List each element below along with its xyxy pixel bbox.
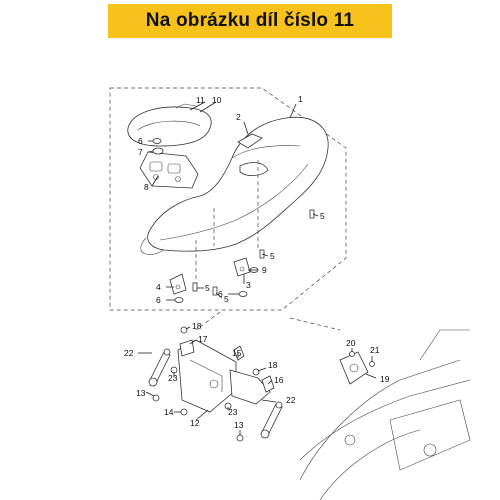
callout-6: 6	[218, 289, 223, 299]
callout-4: 4	[156, 282, 161, 292]
callout-21: 21	[370, 345, 380, 355]
vehicle-frame	[299, 329, 471, 500]
seat-main	[140, 116, 329, 255]
callout-23: 23	[228, 407, 238, 417]
callout-17: 17	[198, 334, 208, 344]
seat-strap	[237, 133, 263, 149]
callout-12: 12	[190, 418, 200, 428]
callout-13: 13	[234, 420, 244, 430]
washer-part-6	[152, 138, 162, 144]
callout-14: 14	[164, 407, 174, 417]
callout-6: 6	[156, 295, 161, 305]
page-title: Na obrázku díl číslo 11	[145, 10, 355, 31]
callout-5: 5	[270, 251, 275, 261]
callout-5: 5	[320, 211, 325, 221]
callout-15: 15	[232, 348, 242, 358]
callout-8: 8	[144, 182, 149, 192]
bolt-part-18	[180, 326, 188, 334]
callout-3: 3	[246, 280, 251, 290]
washer-part-7	[152, 147, 164, 155]
callout-5: 5	[224, 294, 229, 304]
title-banner: Na obrázku díl číslo 11	[108, 4, 392, 38]
callout-1: 1	[298, 94, 303, 104]
callout-18: 18	[192, 321, 202, 331]
clip-part-15	[233, 345, 245, 361]
callout-20: 20	[346, 338, 356, 348]
callout-9: 9	[262, 265, 267, 275]
backrest-pad	[127, 103, 212, 147]
callout-23: 23	[168, 373, 178, 383]
callout-13: 13	[136, 388, 146, 398]
assembly-outline-lower	[289, 317, 341, 331]
callout-19: 19	[380, 374, 390, 384]
gas-strut-right	[260, 401, 283, 439]
washer-part-6-lower	[174, 297, 184, 303]
bolt-part-18-right	[252, 368, 260, 376]
callout-6: 6	[138, 136, 143, 146]
leader-lines	[138, 101, 377, 435]
callout-22: 22	[286, 395, 296, 405]
guide-line	[195, 311, 221, 331]
callout-11: 11	[196, 95, 205, 105]
callout-2: 2	[236, 112, 241, 122]
gas-strut-left	[148, 348, 171, 387]
bolt-part-13	[152, 394, 160, 402]
seat-hinge-left	[169, 273, 187, 295]
seat-hinge-right	[233, 257, 251, 277]
callout-10: 10	[212, 95, 222, 105]
seat-latch	[239, 162, 269, 176]
callout-5: 5	[205, 283, 210, 293]
callout-16: 16	[274, 375, 284, 385]
bolt-part-14	[180, 408, 188, 416]
callout-22: 22	[124, 348, 134, 358]
seat-lock-assembly	[339, 351, 375, 385]
bolt-part-13-right	[236, 434, 244, 442]
assembly-outline-upper	[109, 87, 347, 311]
washer-part-6-right	[238, 291, 248, 297]
callout-7: 7	[138, 147, 143, 157]
callout-18: 18	[268, 360, 278, 370]
